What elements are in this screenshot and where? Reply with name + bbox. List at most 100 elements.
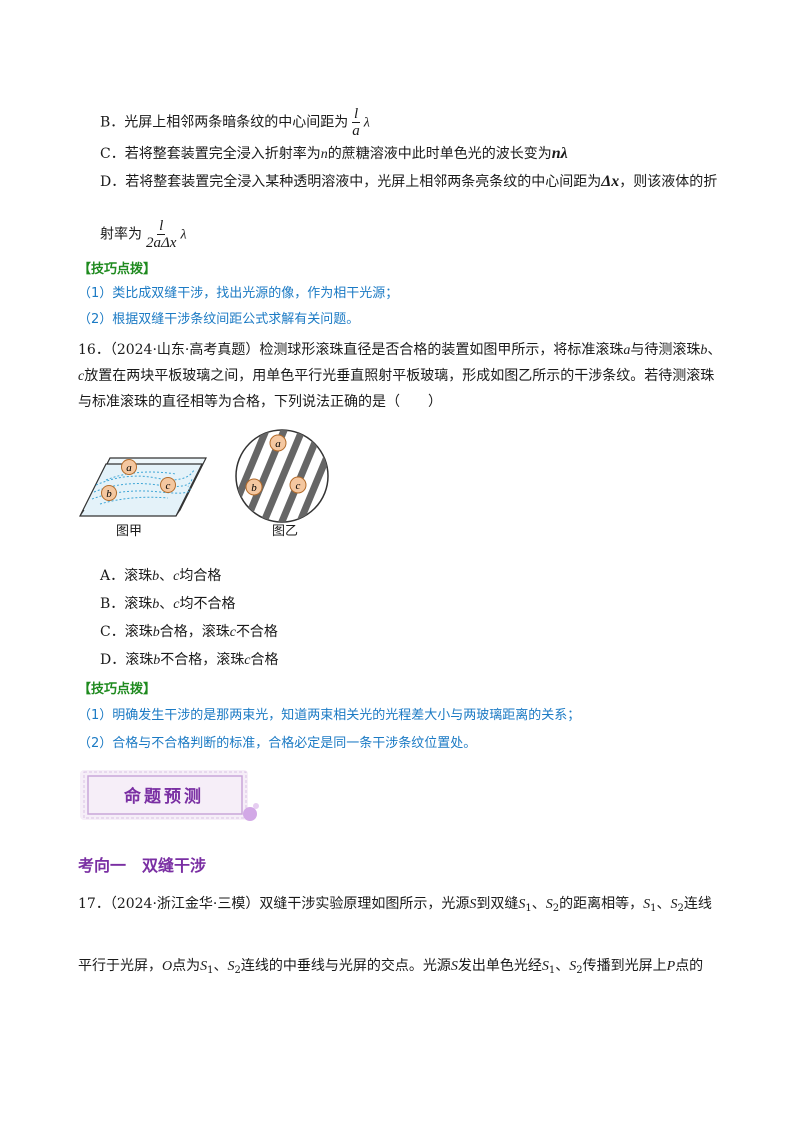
separator: 、 bbox=[656, 896, 671, 912]
q16-option-b: B．滚珠b、c均不合格 bbox=[100, 594, 236, 615]
ball-label-a: a bbox=[275, 438, 281, 450]
tips-tag: 【技巧点拨】 bbox=[78, 682, 157, 697]
figure-yi-caption: 图乙 bbox=[272, 524, 299, 539]
q15-option-c: C．若将整套装置完全浸入折射率为n的蔗糖溶液中此时单色光的波长变为nλ bbox=[100, 144, 568, 165]
ball-label-b: b bbox=[106, 488, 112, 500]
separator: 、 bbox=[213, 958, 228, 974]
tips-tag: 【技巧点拨】 bbox=[78, 262, 157, 277]
tip-item: （2）根据双缝干涉条纹间距公式求解有关问题。 bbox=[78, 312, 360, 327]
ball-label-b: b bbox=[251, 482, 257, 494]
option-text: 合格 bbox=[250, 652, 279, 668]
question-text: 到双缝 bbox=[476, 896, 519, 912]
var-b: b bbox=[700, 343, 708, 358]
frac-num: l bbox=[157, 218, 166, 235]
q16-option-a: A．滚珠b、c均合格 bbox=[100, 566, 221, 587]
q17-line1: 17．（2024·浙江金华·三模）双缝干涉实验原理如图所示，光源S到双缝S1、S… bbox=[78, 894, 712, 919]
ball-label-c: c bbox=[296, 480, 301, 492]
option-text: A．滚珠 bbox=[100, 568, 153, 584]
subscript-1: 1 bbox=[207, 965, 214, 976]
var-S2: S bbox=[569, 959, 577, 974]
question-text: 点的 bbox=[675, 958, 704, 974]
subscript-2: 2 bbox=[677, 903, 684, 914]
option-text: B．滚珠 bbox=[100, 596, 153, 612]
question-text: 传播到光屏上 bbox=[582, 958, 667, 974]
option-text: 不合格，滚珠 bbox=[160, 652, 245, 668]
subscript-2: 2 bbox=[234, 965, 241, 976]
question-text: 平行于光屏， bbox=[78, 958, 162, 974]
ball-label-a: a bbox=[126, 462, 132, 474]
q16-option-c: C．滚珠b合格，滚珠c不合格 bbox=[100, 622, 278, 643]
subscript-1: 1 bbox=[525, 903, 532, 914]
option-text: ，则该液体的折 bbox=[619, 174, 718, 190]
option-text: 射率为 bbox=[100, 226, 142, 243]
var-b: b bbox=[152, 569, 160, 584]
question-text: 17．（2024·浙江金华·三模）双缝干涉实验原理如图所示，光源 bbox=[78, 896, 470, 912]
var-a: a bbox=[623, 343, 631, 358]
question-text: 连线的中垂线与光屏的交点。光源 bbox=[240, 958, 451, 974]
question-text: 发出单色光经 bbox=[457, 958, 542, 974]
option-text: 合格，滚珠 bbox=[159, 624, 230, 640]
q16-line3: 与标准滚珠的直径相等为合格，下列说法正确的是（ ） bbox=[78, 394, 442, 410]
question-text: 连线 bbox=[683, 896, 712, 912]
var-b: b bbox=[152, 597, 160, 612]
option-text: 均合格 bbox=[179, 568, 222, 584]
option-text: D．滚珠 bbox=[100, 652, 154, 668]
var-S1: S bbox=[518, 897, 526, 912]
q16-option-d: D．滚珠b不合格，滚珠c合格 bbox=[100, 650, 278, 671]
var-c: c bbox=[229, 625, 236, 640]
banner-frame bbox=[80, 770, 259, 821]
option-text: 、 bbox=[159, 568, 174, 584]
separator: 、 bbox=[531, 896, 546, 912]
option-text: 均不合格 bbox=[179, 596, 236, 612]
var-S1: S bbox=[541, 959, 549, 974]
subscript-2: 2 bbox=[552, 903, 560, 914]
banner: 命题预测 bbox=[78, 766, 262, 826]
tip-item: （2）合格与不合格判断的标准，合格必定是同一条干涉条纹位置处。 bbox=[78, 736, 477, 751]
subscript-1: 1 bbox=[548, 965, 556, 976]
var-n: n bbox=[320, 147, 328, 162]
q16-line2: c放置在两块平板玻璃之间，用单色平行光垂直照射平板玻璃，形成如图乙所示的干涉条纹… bbox=[78, 366, 714, 387]
subscript-2: 2 bbox=[576, 965, 583, 976]
question-text: 放置在两块平板玻璃之间，用单色平行光垂直照射平板玻璃，形成如图乙所示的干涉条纹。… bbox=[84, 368, 715, 384]
var-S2: S bbox=[670, 897, 678, 912]
var-S1: S bbox=[643, 897, 651, 912]
frac-den: 2aΔx bbox=[146, 235, 177, 251]
option-text: D．若将整套装置完全浸入某种透明溶液中，光屏上相邻两条亮条纹的中心间距为 bbox=[100, 174, 602, 190]
var-b: b bbox=[152, 625, 160, 640]
var-S: S bbox=[469, 897, 477, 912]
option-text: 的蔗糖溶液中此时单色光的波长变为 bbox=[327, 146, 552, 162]
question-text: 的距离相等， bbox=[559, 896, 644, 912]
option-text: C．滚珠 bbox=[100, 624, 153, 640]
figure-jia-caption: 图甲 bbox=[116, 524, 143, 539]
figure-jia: a b c bbox=[76, 440, 216, 540]
option-text: 、 bbox=[159, 596, 174, 612]
var-S2: S bbox=[227, 959, 235, 974]
tip-item: （1）明确发生干涉的是那两束光，知道两束相关光的光程差大小与两玻璃距离的关系； bbox=[78, 708, 581, 723]
banner-title: 命题预测 bbox=[124, 787, 204, 807]
var-dx: Δx bbox=[601, 173, 620, 190]
option-text: B．光屏上相邻两条暗条纹的中心间距为 bbox=[100, 114, 349, 131]
tip-item: （1）类比成双缝干涉，找出光源的像，作为相干光源； bbox=[78, 286, 399, 301]
glass-plates-diagram: a b c bbox=[79, 457, 207, 517]
var-c: c bbox=[173, 569, 180, 584]
question-text: 16．（2024·山东·高考真题）检测球形滚珠直径是否合格的装置如图甲所示，将标… bbox=[78, 342, 624, 358]
q16-line1: 16．（2024·山东·高考真题）检测球形滚珠直径是否合格的装置如图甲所示，将标… bbox=[78, 340, 721, 361]
var-c: c bbox=[78, 369, 85, 384]
frac-num: l bbox=[351, 106, 361, 123]
separator: 、 bbox=[555, 958, 570, 974]
lambda: λ bbox=[180, 227, 187, 243]
figure-yi: a b c bbox=[232, 426, 332, 526]
lambda: λ bbox=[363, 115, 370, 131]
var-S1: S bbox=[200, 959, 208, 974]
var-S2: S bbox=[545, 897, 553, 912]
option-text: C．若将整套装置完全浸入折射率为 bbox=[100, 146, 321, 162]
option-text: 不合格 bbox=[235, 624, 278, 640]
var-c: c bbox=[173, 597, 180, 612]
interference-fringes-diagram: a b c bbox=[235, 429, 329, 523]
var-b: b bbox=[153, 653, 161, 668]
question-text: 与待测滚珠 bbox=[630, 342, 701, 358]
question-text: 点为 bbox=[172, 958, 201, 974]
